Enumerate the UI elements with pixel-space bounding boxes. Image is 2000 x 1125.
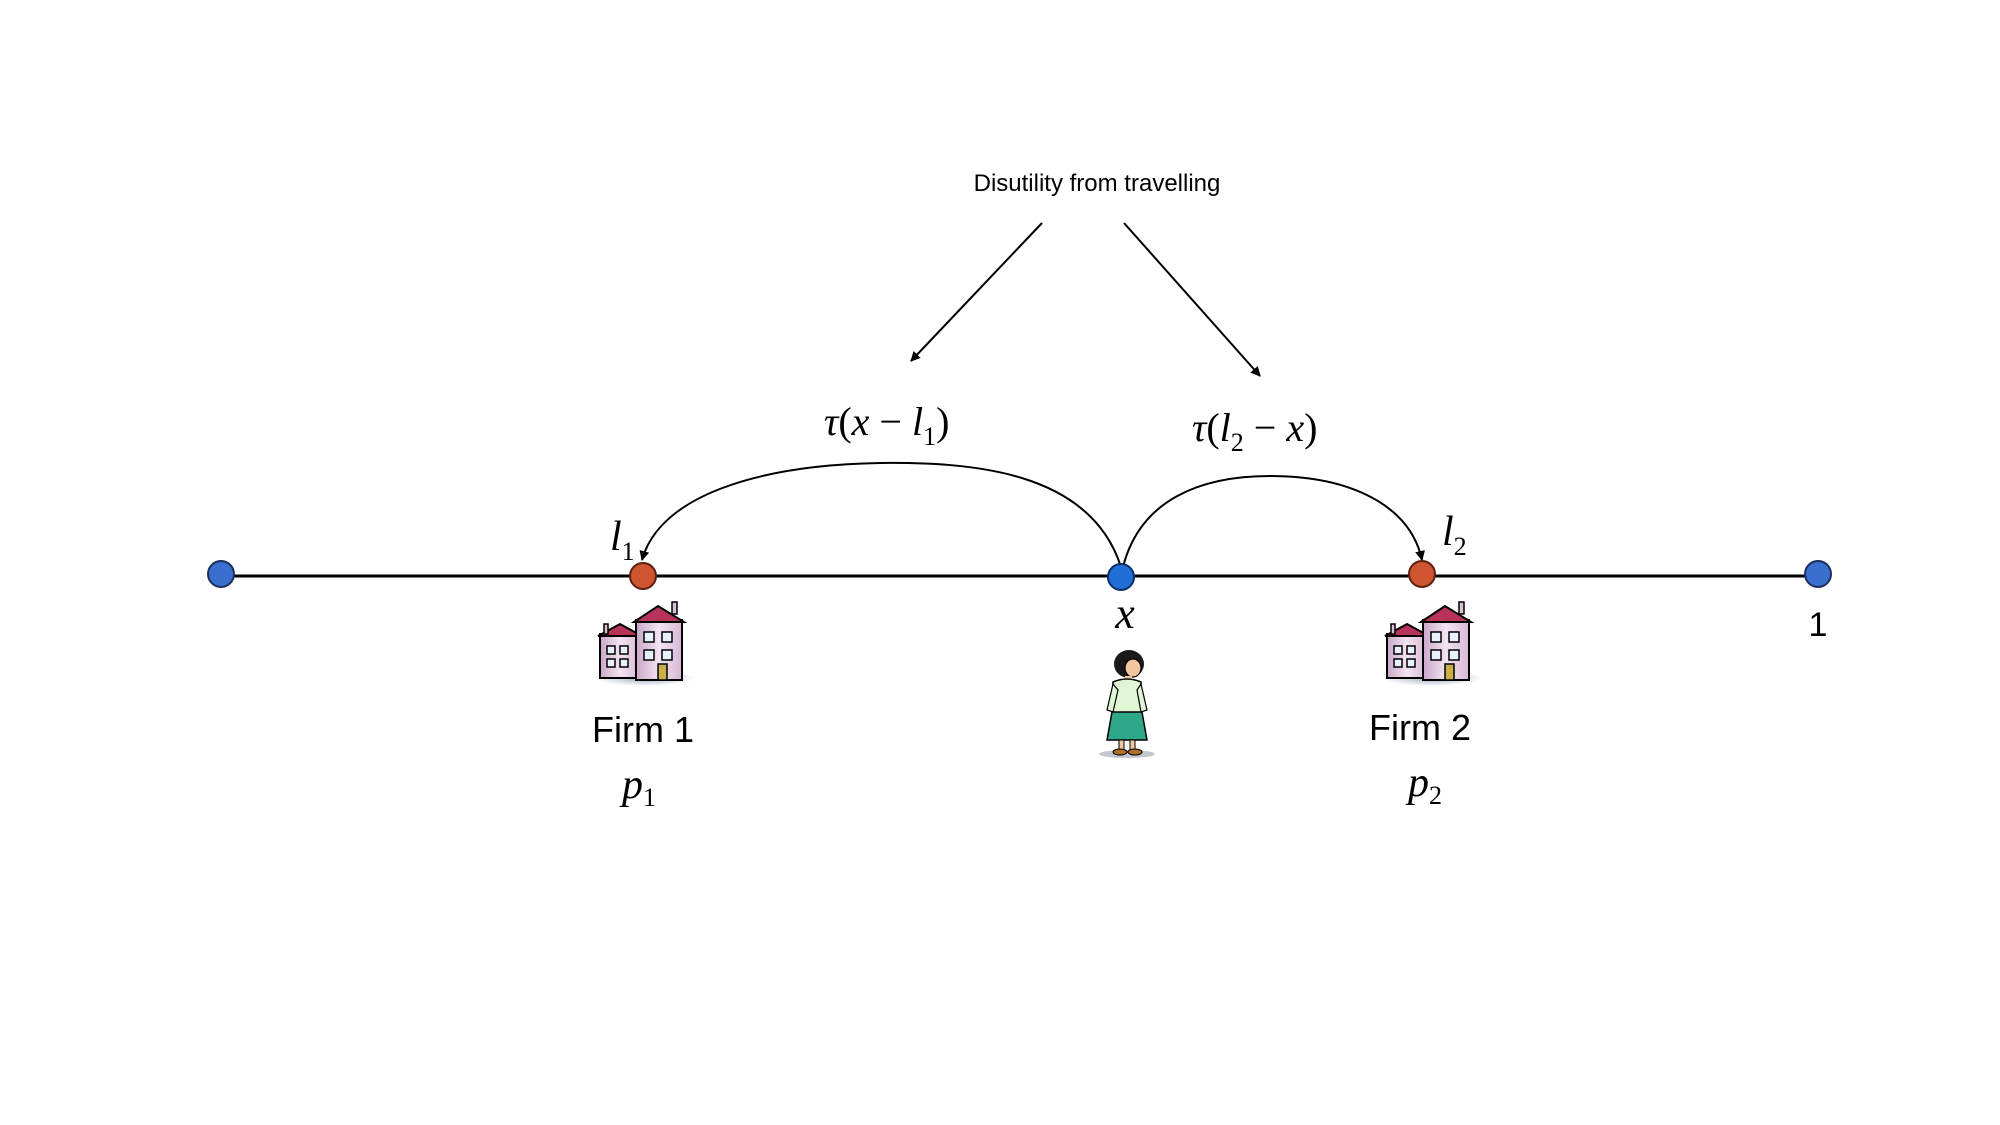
firm2-price-label: p2 xyxy=(1405,760,1442,810)
endpoint-dot-right xyxy=(1804,560,1832,588)
firm2-location-label: l2 xyxy=(1442,509,1467,561)
consumer-location-label: x xyxy=(1114,589,1135,638)
firm2-name: Firm 2 xyxy=(1369,707,1471,748)
consumer-woman-icon xyxy=(1099,650,1155,758)
building-icon xyxy=(594,601,696,687)
firm1-location-label: l1 xyxy=(610,514,635,566)
consumer-dot xyxy=(1107,563,1135,591)
arc-consumer-to-firm2 xyxy=(1122,474,1425,568)
annotation-caption: Disutility from travelling xyxy=(974,170,1221,197)
firm2-dot xyxy=(1408,560,1436,588)
firm1-dot xyxy=(629,562,657,590)
right-travel-cost: τ(l2 − x) xyxy=(1192,405,1317,457)
arc-consumer-to-firm1 xyxy=(639,461,1122,568)
interval-end-label: 1 xyxy=(1809,606,1828,644)
endpoint-dot-left xyxy=(207,560,235,588)
arrow-to-left-cost xyxy=(910,222,1043,362)
firm1-name: Firm 1 xyxy=(592,709,694,750)
building-icon xyxy=(1381,601,1483,687)
arrow-to-right-cost xyxy=(1123,222,1261,377)
left-travel-cost: τ(x − l1) xyxy=(824,399,949,451)
firm1-price-label: p1 xyxy=(619,762,656,812)
